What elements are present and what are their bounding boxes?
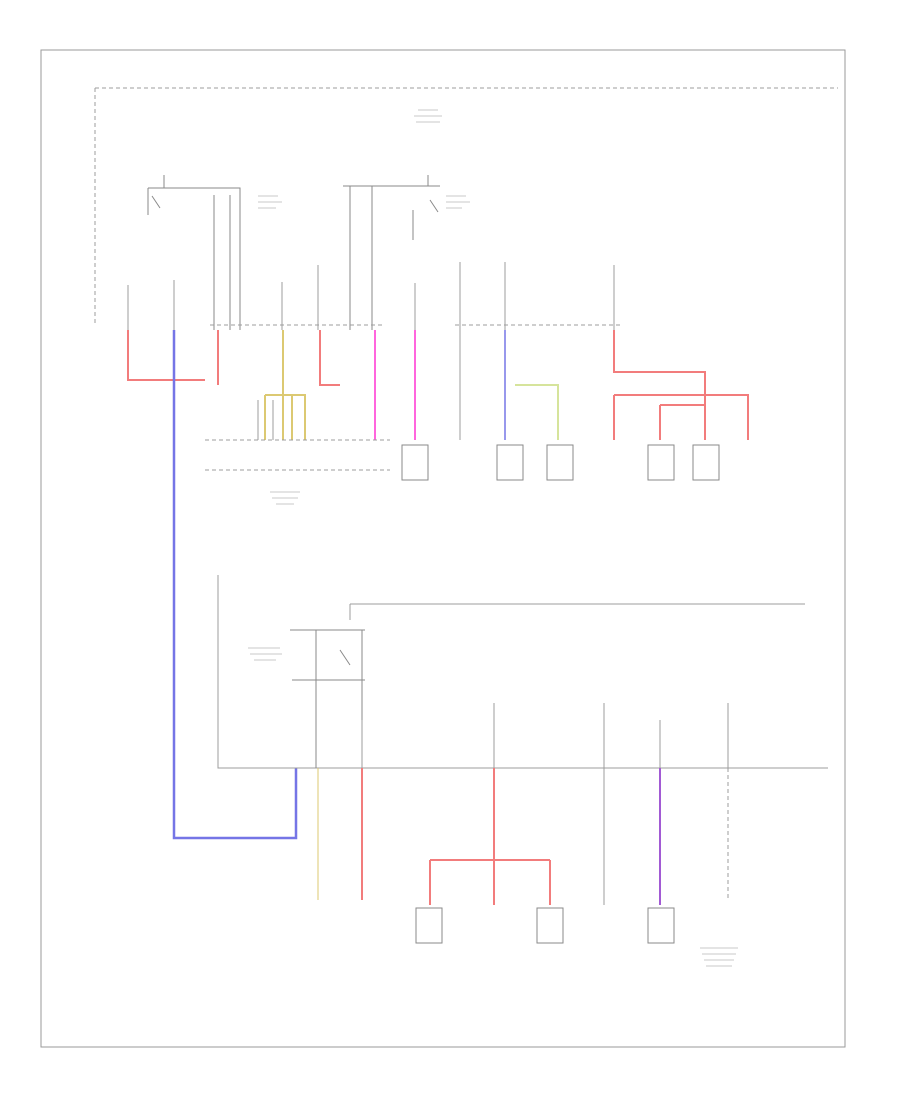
wire-red-6: [429, 768, 551, 905]
component-top-3: [546, 444, 574, 481]
wire-red-4: [613, 330, 749, 440]
wire-yellow-bundle: [264, 330, 306, 440]
wire-red-3: [319, 330, 340, 386]
diagram-frame: [40, 49, 846, 1048]
wire-blue-main: [172, 330, 298, 840]
illegible-labels: [248, 109, 738, 967]
wire-red-1: [127, 330, 205, 381]
bottom-components: [415, 907, 675, 944]
left-relay: [147, 175, 241, 330]
component-bottom-2: [536, 907, 564, 944]
top-components: [401, 444, 720, 481]
bottom-relay: [290, 629, 365, 768]
component-bottom-1: [415, 907, 443, 944]
component-bottom-3: [647, 907, 675, 944]
top-fuses: [127, 262, 615, 330]
component-top-1: [401, 444, 429, 481]
wire-light-green: [515, 384, 559, 440]
wire-gray-bundle: [257, 400, 274, 440]
lower-frame: [217, 575, 828, 769]
right-relay: [343, 175, 440, 330]
component-top-4: [647, 444, 675, 481]
top-dashed-border: [94, 87, 838, 325]
top-connector-bar: [205, 439, 390, 471]
component-top-5: [692, 444, 720, 481]
component-top-2: [496, 444, 524, 481]
bottom-fuses: [361, 703, 729, 768]
